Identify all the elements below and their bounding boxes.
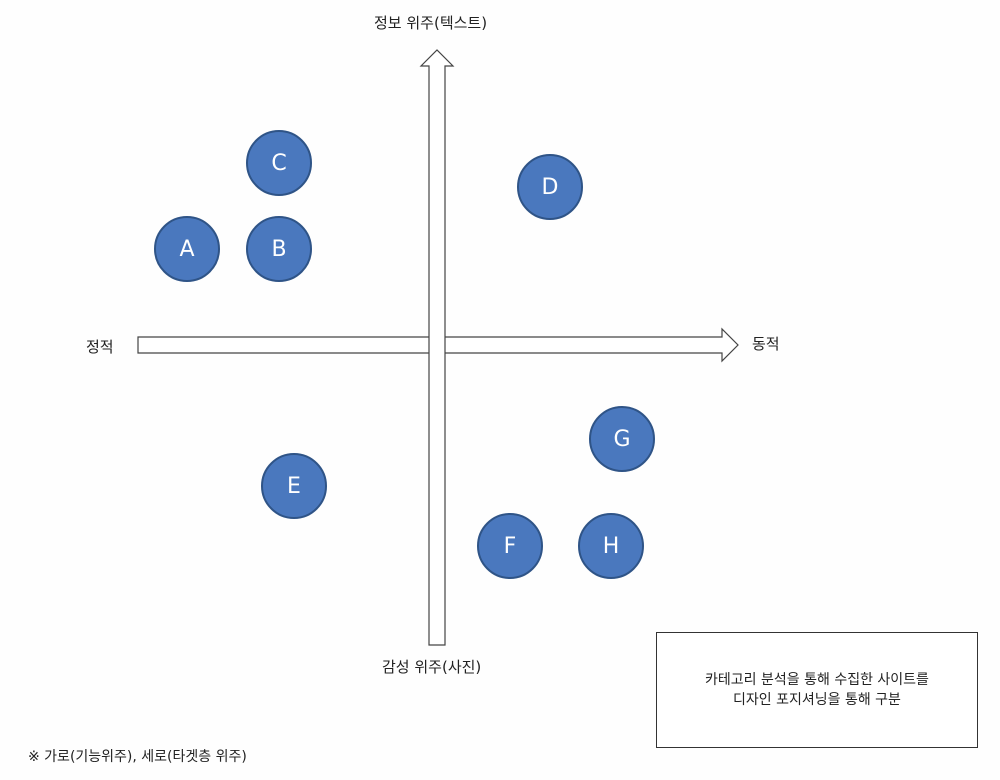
axis-label-left: 정적 [86,338,114,356]
note-line-1: 카테고리 분석을 통해 수집한 사이트를 [705,671,929,688]
site-node-g: G [589,406,655,472]
axis-label-top: 정보 위주(텍스트) [374,14,488,32]
site-node-c: C [246,130,312,196]
site-node-b: B [246,216,312,282]
site-node-e: E [261,453,327,519]
note-box: 카테고리 분석을 통해 수집한 사이트를 디자인 포지셔닝을 통해 구분 [656,632,978,748]
site-node-d: D [517,154,583,220]
note-line-2: 디자인 포지셔닝을 통해 구분 [733,692,901,708]
footnote: ※ 가로(기능위주), 세로(타겟층 위주) [28,749,247,765]
site-node-h: H [578,513,644,579]
vertical-axis-arrow [419,49,455,646]
site-node-a: A [154,216,220,282]
axis-label-right: 동적 [752,335,780,353]
axis-label-bottom: 감성 위주(사진) [382,658,482,676]
site-node-f: F [477,513,543,579]
